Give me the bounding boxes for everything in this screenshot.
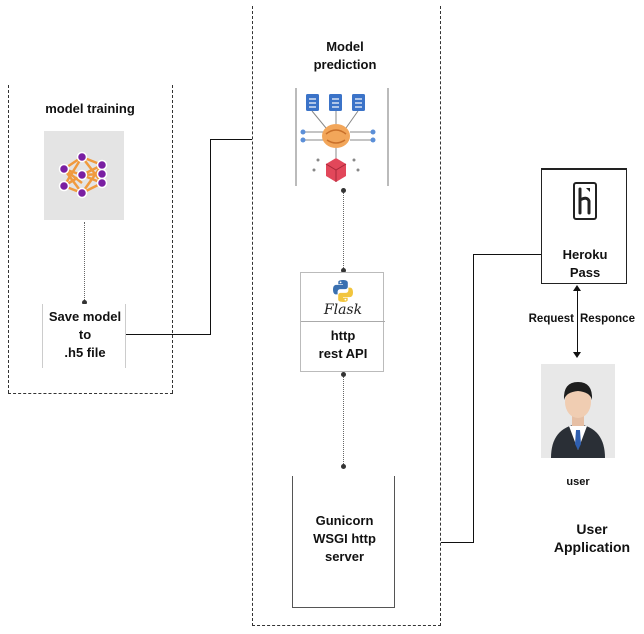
save-model-label-1: Save model <box>48 309 122 324</box>
server-label-3: server <box>324 549 365 564</box>
prediction-arrow-head-top <box>341 188 346 193</box>
server-to-heroku-line-h2 <box>473 254 541 255</box>
api-label-2: rest API <box>318 346 368 361</box>
server-label-2: WSGI http <box>313 531 376 546</box>
prediction-title-2: prediction <box>313 57 377 72</box>
model-prediction-icon <box>294 86 390 188</box>
user-application-label-2: Application <box>553 539 631 555</box>
user-application-label-1: User <box>576 521 608 537</box>
prediction-arrow-head-bottom <box>341 268 346 273</box>
training-title: model training <box>45 101 135 116</box>
heroku-label-2: Pass <box>569 265 601 280</box>
api-arrow-head-top <box>341 372 346 377</box>
save-to-prediction-line-v <box>210 139 211 335</box>
request-response-arrow-head-top <box>573 285 581 291</box>
save-model-label-3: .h5 file <box>64 345 106 360</box>
api-to-server-connector <box>343 374 344 468</box>
training-arrow-head <box>82 300 87 305</box>
heroku-box: Heroku Pass <box>541 168 627 284</box>
heroku-logo-icon <box>573 182 597 220</box>
flask-divider <box>301 321 385 322</box>
api-label-1: http <box>330 328 356 343</box>
api-arrow-head-bottom <box>341 464 346 469</box>
user-avatar-icon <box>541 364 615 458</box>
request-response-arrow <box>577 288 578 352</box>
prediction-to-api-connector <box>343 190 344 272</box>
prediction-title-1: Model <box>326 39 364 54</box>
request-response-arrow-head-bottom <box>573 352 581 358</box>
server-to-heroku-line-h1 <box>441 542 473 543</box>
save-to-prediction-line-h2 <box>210 139 252 140</box>
user-caption: user <box>566 476 590 488</box>
neural-network-icon <box>44 131 124 220</box>
heroku-label-1: Heroku <box>562 247 608 262</box>
save-model-label-2: to <box>78 327 92 342</box>
flask-api-box: Flask http rest API <box>300 272 385 372</box>
gunicorn-server-box: Gunicorn WSGI http server <box>292 476 395 608</box>
server-to-heroku-line-v <box>473 254 474 543</box>
training-to-save-connector <box>84 222 85 304</box>
response-label: Responce <box>580 313 635 325</box>
server-label-1: Gunicorn <box>315 513 374 528</box>
save-to-prediction-line-h1 <box>126 334 210 335</box>
save-model-box: Save model to .h5 file <box>42 304 126 368</box>
request-label: Request <box>528 313 574 325</box>
flask-logo-text: Flask <box>323 302 363 318</box>
python-logo-icon <box>331 279 355 303</box>
